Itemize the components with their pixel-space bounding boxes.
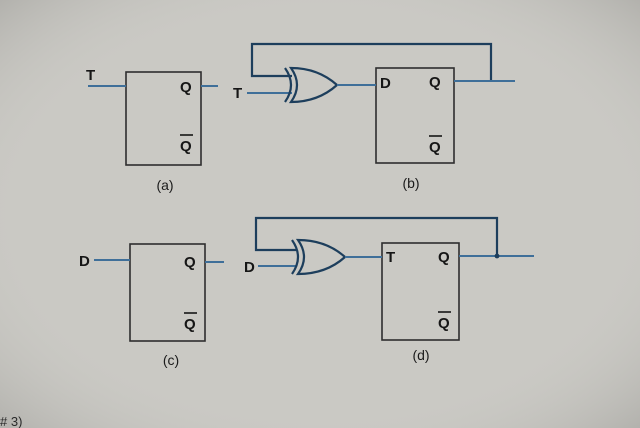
caption-c: (c): [163, 352, 179, 368]
flipflop-a-input-label: T: [86, 67, 95, 84]
circuit-d: D T Q Q (d): [244, 216, 534, 363]
flipflop-b-d-label: D: [380, 75, 391, 92]
caption-b: (b): [402, 175, 419, 191]
caption-a: (a): [156, 177, 173, 193]
flipflop-b-box: [375, 67, 455, 164]
feedback-wire-d: [254, 216, 499, 256]
corner-question-label: # 3): [0, 414, 22, 428]
flipflop-a-q-label: Q: [180, 79, 192, 96]
flipflop-d-q-label: Q: [438, 249, 450, 266]
caption-d: (d): [412, 347, 429, 363]
flipflop-c-box: [129, 243, 206, 342]
flipflop-b-qbar-label: Q: [429, 139, 441, 156]
flipflop-c-q-label: Q: [184, 254, 196, 271]
flipflop-c-input-label: D: [79, 253, 90, 270]
flipflop-a-qbar-label: Q: [180, 138, 192, 155]
gate-b-input-label: T: [233, 85, 242, 102]
flipflop-a: T Q Q (a): [86, 67, 218, 193]
flipflop-b-q-label: Q: [429, 74, 441, 91]
flipflop-a-box: [125, 71, 202, 166]
xor-gate-d-body: [295, 238, 347, 276]
flipflop-d-box: [381, 242, 460, 341]
circuit-b: T D Q Q (b): [233, 42, 515, 191]
flipflop-d-qbar-label: Q: [438, 315, 450, 332]
flipflop-c: D Q Q (c): [79, 243, 224, 368]
feedback-junction-dot: [494, 253, 500, 259]
gate-d-input-label: D: [244, 259, 255, 276]
flipflop-c-qbar-label: Q: [184, 316, 196, 333]
xor-gate-d-back-arc: [291, 239, 300, 275]
flipflop-d-t-label: T: [386, 249, 395, 266]
xor-gate-b-body: [288, 66, 339, 104]
xor-gate-b-back-arc: [284, 67, 293, 103]
feedback-wire-b: [250, 42, 493, 81]
